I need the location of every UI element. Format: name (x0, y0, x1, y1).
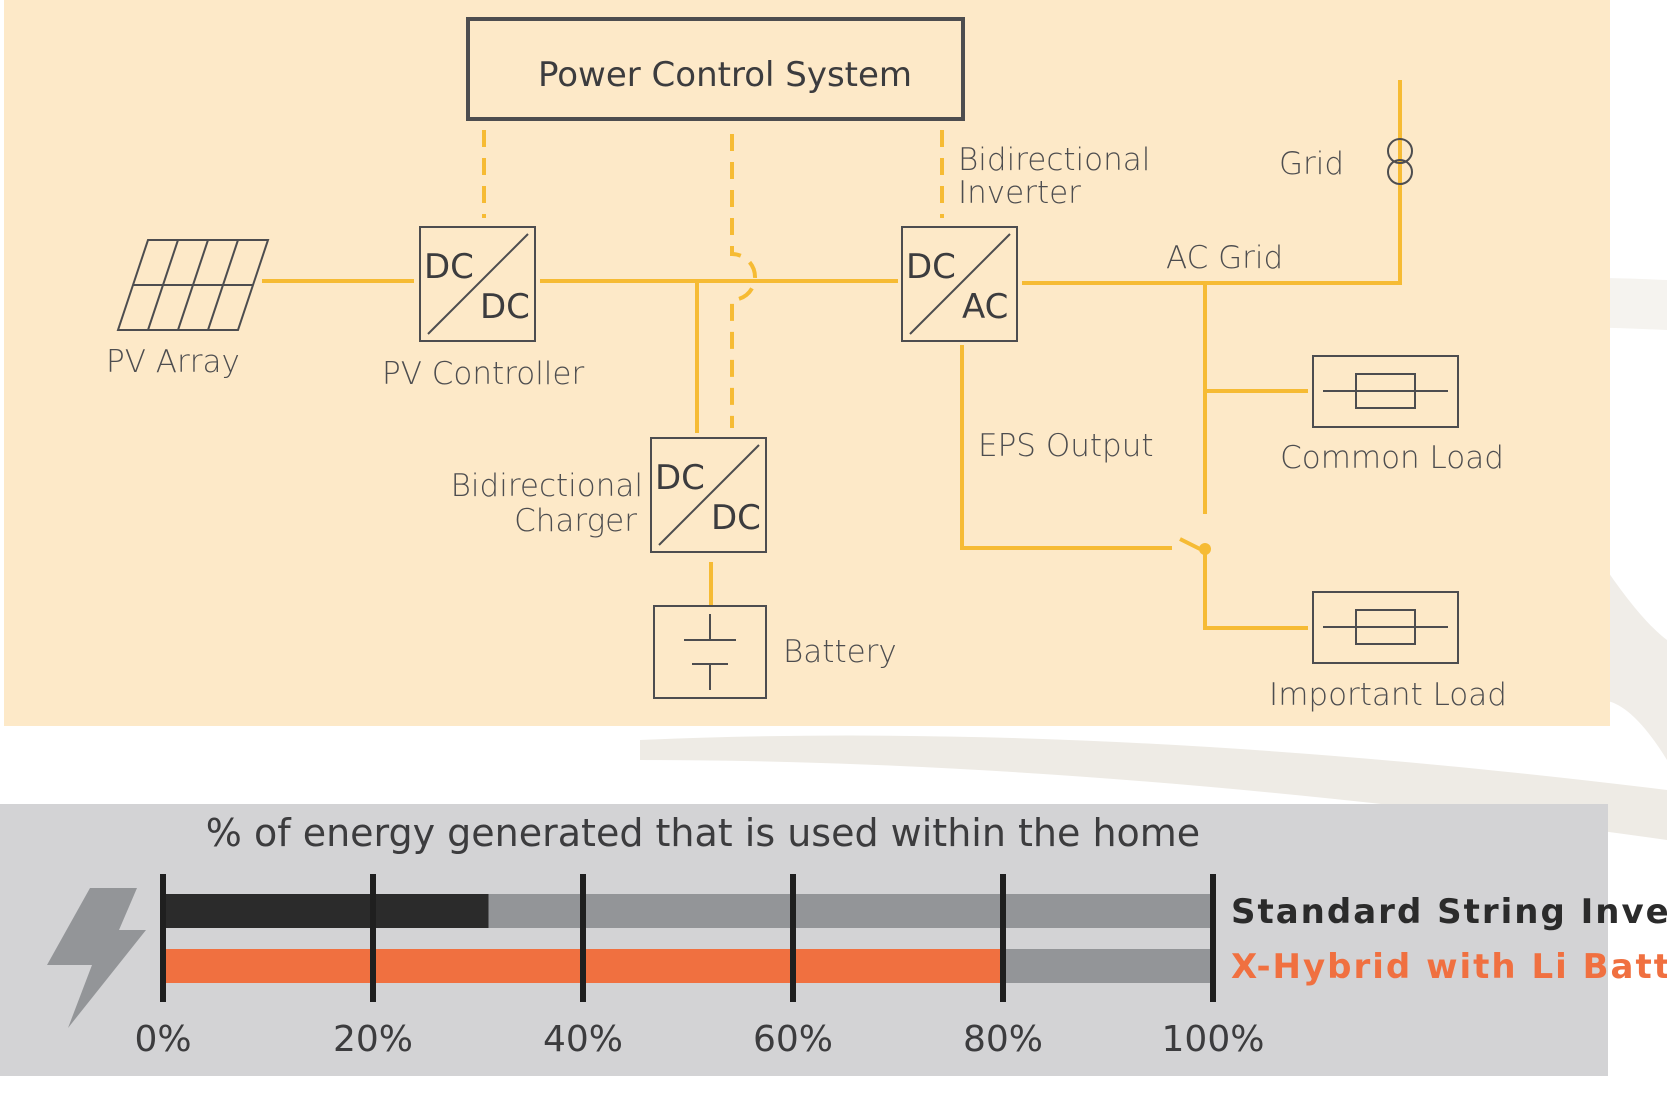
power-control-system-box (466, 17, 965, 121)
bidirectional-charger-line-1: Bidirectional (451, 468, 643, 504)
eps-output-line (960, 345, 1172, 550)
category-label: Standard String Inverter (1231, 892, 1667, 932)
tick-label: 0% (134, 1019, 191, 1060)
inverter-ac: AC (962, 287, 1008, 327)
lightning-bolt-icon (47, 888, 146, 1028)
common-load-box (1312, 355, 1459, 428)
tick-label: 40% (543, 1019, 623, 1060)
bidirectional-charger-line-2: Charger (514, 503, 637, 539)
inverter-dc: DC (906, 247, 956, 287)
power-control-system-label: Power Control System (538, 55, 912, 95)
chart-panel (0, 804, 1608, 1076)
inverter-converter (901, 226, 1018, 342)
tick-label: 20% (333, 1019, 413, 1060)
charger-dc-in: DC (655, 458, 705, 498)
pv-controller-converter (419, 226, 536, 342)
common-load-label: Common Load (1280, 440, 1504, 476)
battery-box (653, 605, 767, 699)
bar (163, 894, 489, 928)
common-load-fuse-icon (1323, 373, 1448, 409)
important-load-feed-line (1203, 549, 1308, 630)
chart-title: % of energy generated that is used withi… (206, 811, 1200, 855)
category-label: X-Hybrid with Li Batteries (1231, 947, 1667, 987)
bidirectional-inverter-line-1: Bidirectional (958, 142, 1150, 178)
important-load-fuse-icon (1323, 609, 1448, 645)
battery-label: Battery (783, 634, 897, 670)
charger-converter (650, 437, 767, 553)
bidirectional-inverter-line-2: Inverter (958, 175, 1081, 211)
pv-array-label: PV Array (106, 344, 240, 380)
eps-output-label: EPS Output (978, 428, 1154, 464)
pv-controller-dc-out: DC (480, 287, 530, 327)
ac-grid-line (1022, 80, 1402, 285)
control-link-charger (730, 134, 757, 428)
pv-controller-label: PV Controller (382, 356, 584, 392)
transfer-switch-blade (1179, 537, 1201, 551)
tick-label: 100% (1162, 1019, 1265, 1060)
grid-label: Grid (1279, 146, 1344, 182)
pv-controller-dc-in: DC (424, 247, 474, 287)
important-load-label: Important Load (1269, 677, 1507, 713)
pv-array-icon (116, 239, 270, 331)
ac-grid-label: AC Grid (1166, 240, 1283, 276)
tick-label: 60% (753, 1019, 833, 1060)
battery-icon (684, 614, 736, 690)
grid-transformer-icon (1387, 138, 1413, 185)
important-load-box (1312, 591, 1459, 664)
charger-dc-out: DC (711, 498, 761, 538)
tick-label: 80% (963, 1019, 1043, 1060)
